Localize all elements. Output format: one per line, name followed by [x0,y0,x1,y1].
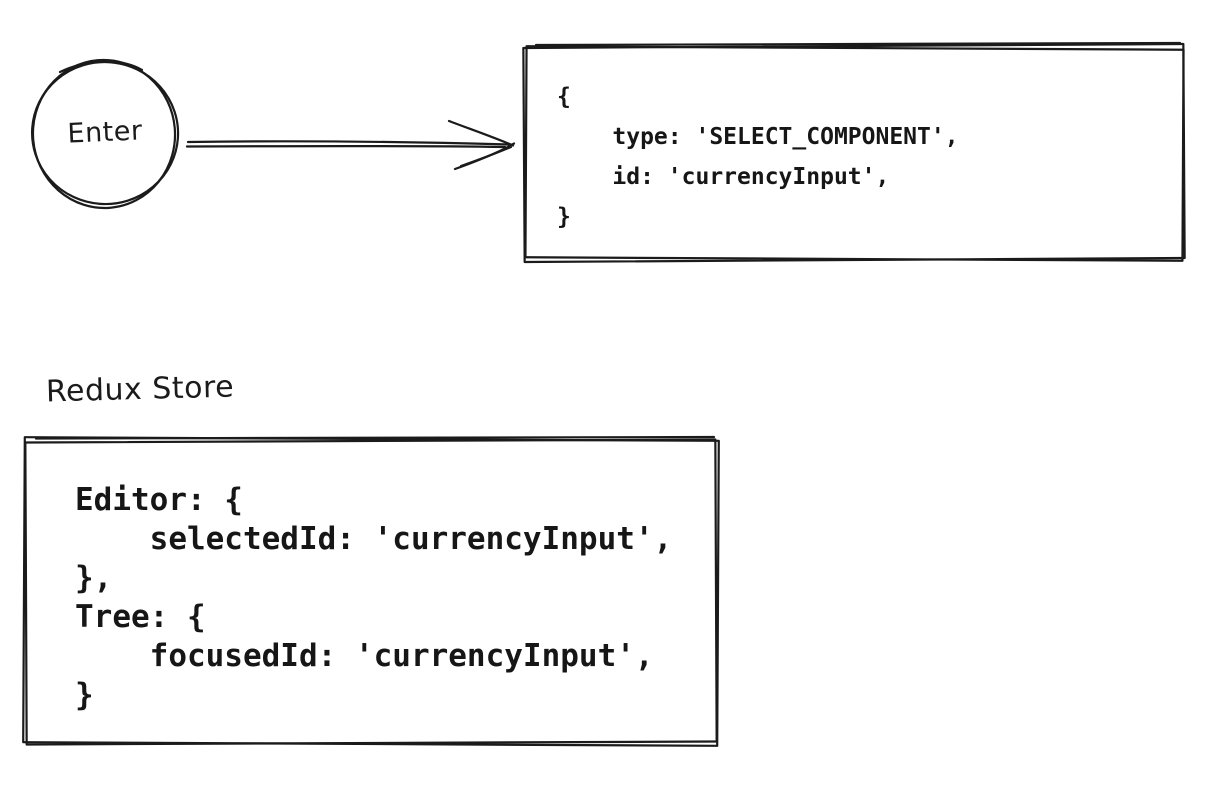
arrow-shape [185,119,516,171]
redux-store-title: Redux Store [45,369,235,410]
action-box-code: { type: 'SELECT_COMPONENT', id: 'currenc… [557,84,959,230]
enter-circle-shape [30,58,180,210]
action-box-shape [522,41,1186,264]
redux-store-code: Editor: { selectedId: 'currencyInput', }… [75,482,673,713]
redux-store-box-shape [22,435,720,747]
enter-node-label: Enter [66,115,144,150]
